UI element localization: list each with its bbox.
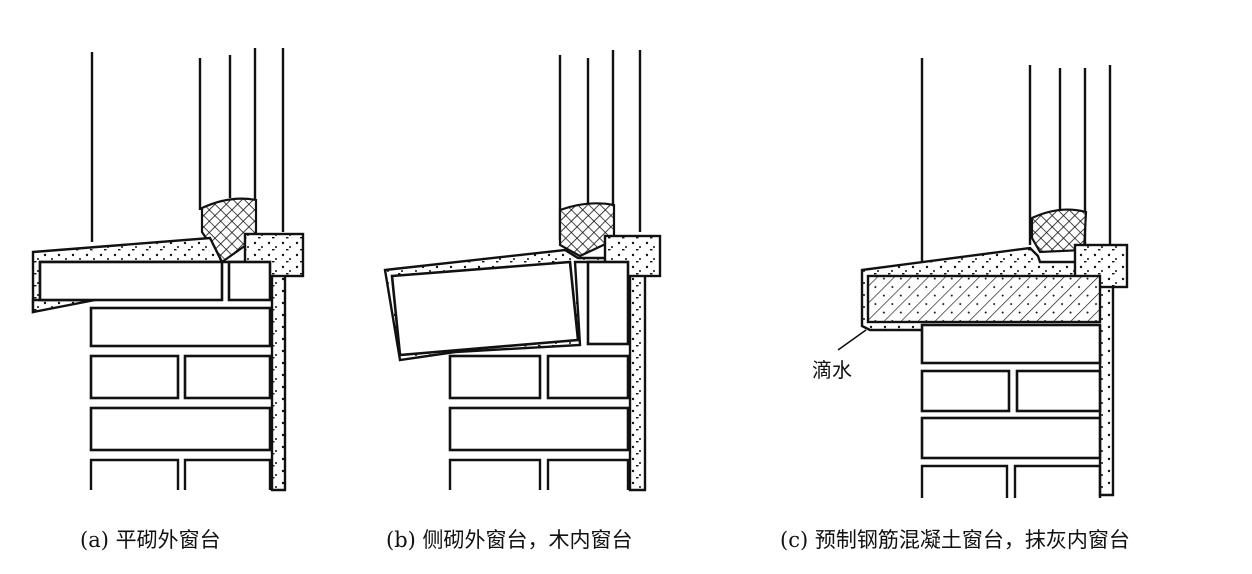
caption-a: (a) 平砌外窗台 — [80, 528, 221, 552]
diagram-c-precast-concrete-sill — [837, 58, 1129, 498]
tilted-brick — [390, 260, 580, 357]
drip-leader-line — [837, 329, 867, 351]
diagram-b-side-brick-sill — [383, 50, 662, 492]
diagram-a-flat-brick-sill — [31, 48, 305, 492]
wood-frame-sill-icon — [200, 197, 258, 264]
precast-concrete-sill — [866, 274, 1102, 324]
caption-c: (c) 预制钢筋混凝土窗台，抹灰内窗台 — [780, 528, 1130, 552]
wood-frame-sill-icon — [558, 202, 616, 258]
drip-label: 滴水 — [812, 358, 852, 382]
caption-b: (b) 侧砌外窗台，木内窗台 — [386, 528, 633, 552]
wood-frame-sill-icon — [1030, 208, 1088, 254]
